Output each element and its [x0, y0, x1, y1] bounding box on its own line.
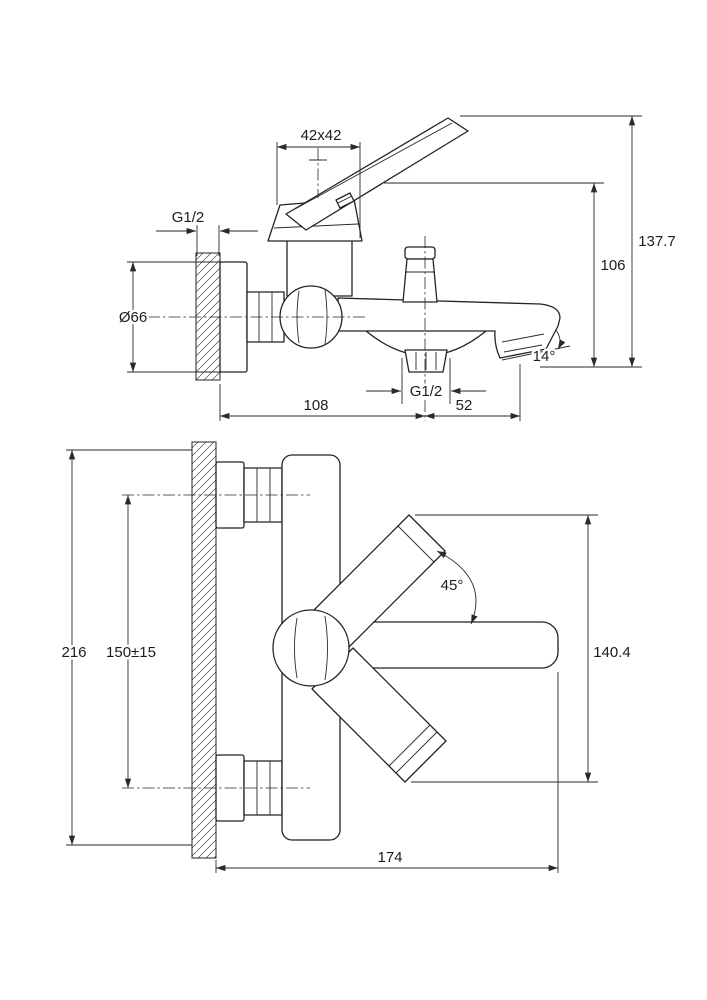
lever-handle-side — [285, 117, 469, 231]
dim-label-outlet-to-spout: 52 — [456, 397, 473, 414]
angle-arc-14 — [555, 329, 566, 350]
extension-lines — [460, 115, 642, 368]
dim-label-end-span: 140.4 — [593, 644, 631, 661]
extension-lines — [196, 225, 220, 256]
extension-lines — [411, 514, 598, 783]
side-view: 42x42 G1/2 Ø66 137.7 106 14° G1/2 108 52 — [116, 115, 678, 421]
front-view: 216 150±15 45° 140.4 174 — [59, 441, 633, 873]
cap-seam-line — [273, 223, 359, 229]
handle-edge-line — [294, 122, 453, 210]
dim-label-wall-to-outlet: 108 — [303, 397, 328, 414]
front-view-dimensions: 216 150±15 45° 140.4 174 — [59, 449, 633, 873]
diverter-body — [402, 258, 438, 303]
dim-label-inlet-thread: G1/2 — [172, 209, 205, 226]
thread-lines — [415, 352, 437, 370]
spout-end-bands — [388, 724, 438, 774]
dim-label-body-height: 106 — [600, 257, 625, 274]
dim-label-overall-height: 137.7 — [638, 233, 676, 250]
dim-label-projection: 174 — [377, 849, 402, 866]
wall-section — [191, 441, 217, 859]
dim-label-escutcheon-diameter: Ø66 — [119, 309, 147, 326]
side-view-dimensions: 42x42 G1/2 Ø66 137.7 106 14° G1/2 108 52 — [116, 115, 678, 421]
dim-label-outlet-thread: G1/2 — [410, 383, 443, 400]
angle-arc-45 — [436, 550, 478, 625]
dim-label-cartridge-square: 42x42 — [301, 127, 342, 144]
extension-lines — [66, 449, 192, 846]
extension-lines — [401, 358, 451, 404]
detail-line — [337, 195, 353, 204]
handle-end-band — [397, 525, 435, 563]
extension-lines — [276, 142, 361, 238]
spout-side — [337, 297, 561, 359]
wall-section — [195, 252, 221, 381]
extension-lines — [219, 364, 521, 421]
ball-body-front — [272, 609, 350, 687]
extension-lines — [127, 261, 221, 373]
ball-seam-lines — [294, 615, 328, 681]
dim-label-handle-angle: 45° — [441, 577, 464, 594]
diverter-cap — [404, 246, 436, 260]
dim-label-spout-angle: 14° — [533, 348, 556, 365]
aerator-lines — [501, 333, 545, 353]
dim-label-overall-length: 216 — [61, 644, 86, 661]
dim-label-connection-centers: 150±15 — [106, 644, 156, 661]
